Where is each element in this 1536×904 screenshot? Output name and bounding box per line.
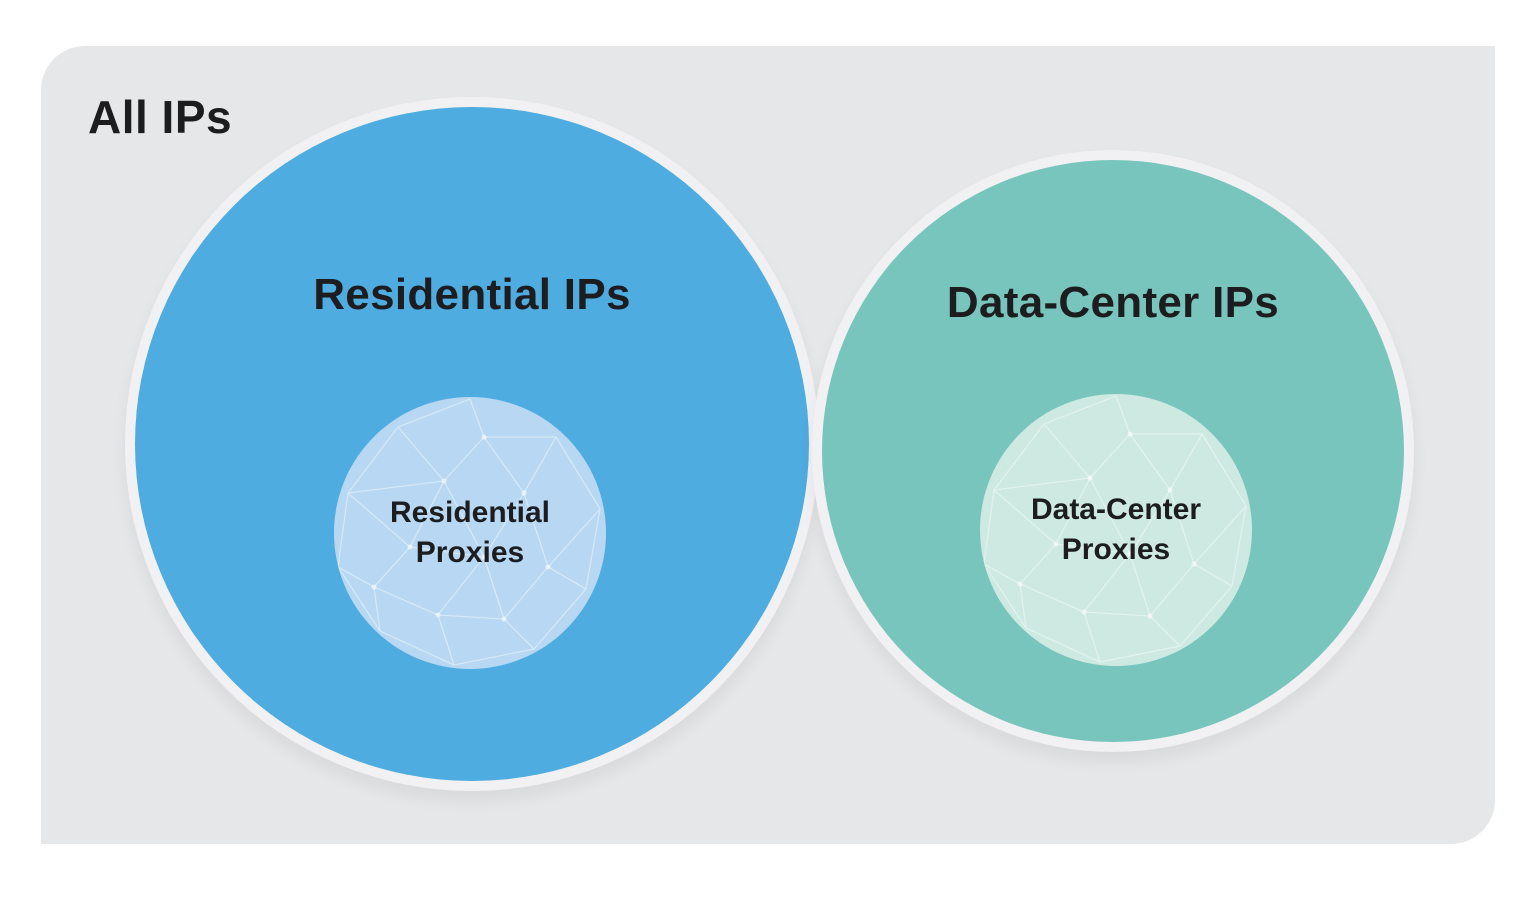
all-ips-label: All IPs (88, 91, 233, 143)
data-center-proxies-circle: Data-Center Proxies (980, 394, 1252, 666)
residential-ips-label: Residential IPs (313, 270, 631, 319)
residential-proxies-circle: Residential Proxies (334, 397, 606, 669)
residential-proxies-label: Residential Proxies (389, 496, 551, 569)
data-center-proxies-label: Data-Center Proxies (1030, 493, 1202, 566)
residential-ips-circle: Residential IPs Residential Proxies (135, 107, 809, 781)
data-center-ips-label: Data-Center IPs (946, 278, 1280, 327)
data-center-ips-circle: Data-Center IPs Data-Center Proxies (822, 160, 1404, 742)
all-ips-container: All IPs Residential IPs Resi (41, 46, 1495, 844)
